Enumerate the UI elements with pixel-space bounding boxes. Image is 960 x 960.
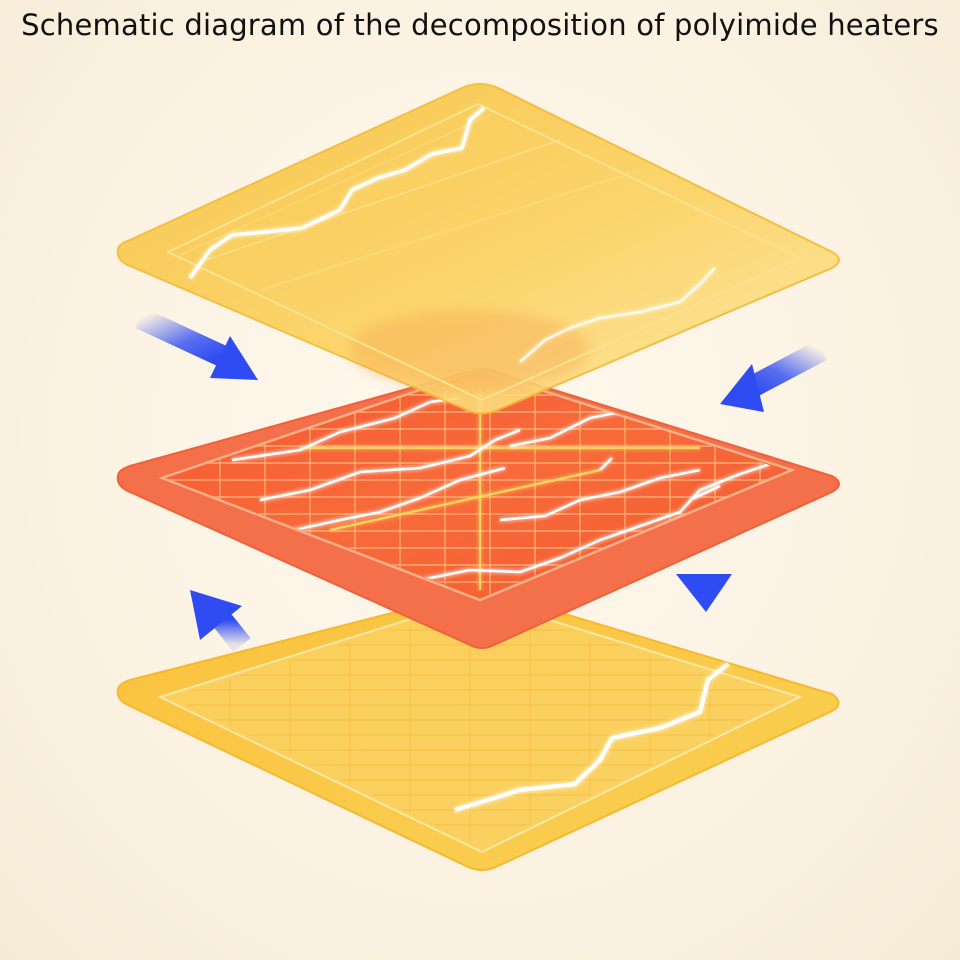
arrow-left-down	[140, 318, 258, 380]
arrow-right-in	[720, 350, 822, 412]
arrow-left-up	[190, 590, 242, 645]
